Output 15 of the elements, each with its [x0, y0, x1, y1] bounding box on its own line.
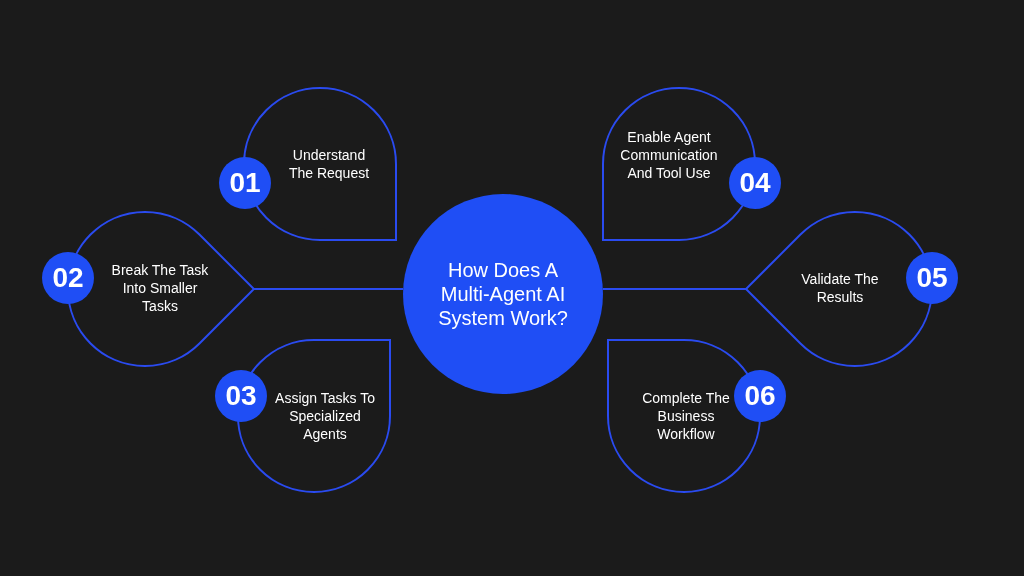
connector-line — [601, 288, 748, 290]
step-label: Complete The Business Workflow — [641, 389, 731, 443]
step-label: Enable Agent Communication And Tool Use — [619, 128, 719, 182]
step-number: 03 — [215, 370, 267, 422]
step-number: 02 — [42, 252, 94, 304]
step-label: Break The Task Into Smaller Tasks — [110, 261, 210, 315]
step-number: 05 — [906, 252, 958, 304]
step-label: Understand The Request — [287, 146, 371, 182]
step-number: 01 — [219, 157, 271, 209]
connector-line — [252, 288, 405, 290]
heading: How Does A Multi-Agent AI System Work? — [437, 258, 569, 330]
step-number: 06 — [734, 370, 786, 422]
step-label: Validate The Results — [800, 270, 880, 306]
step-number: 04 — [729, 157, 781, 209]
step-label: Assign Tasks To Specialized Agents — [274, 389, 376, 443]
